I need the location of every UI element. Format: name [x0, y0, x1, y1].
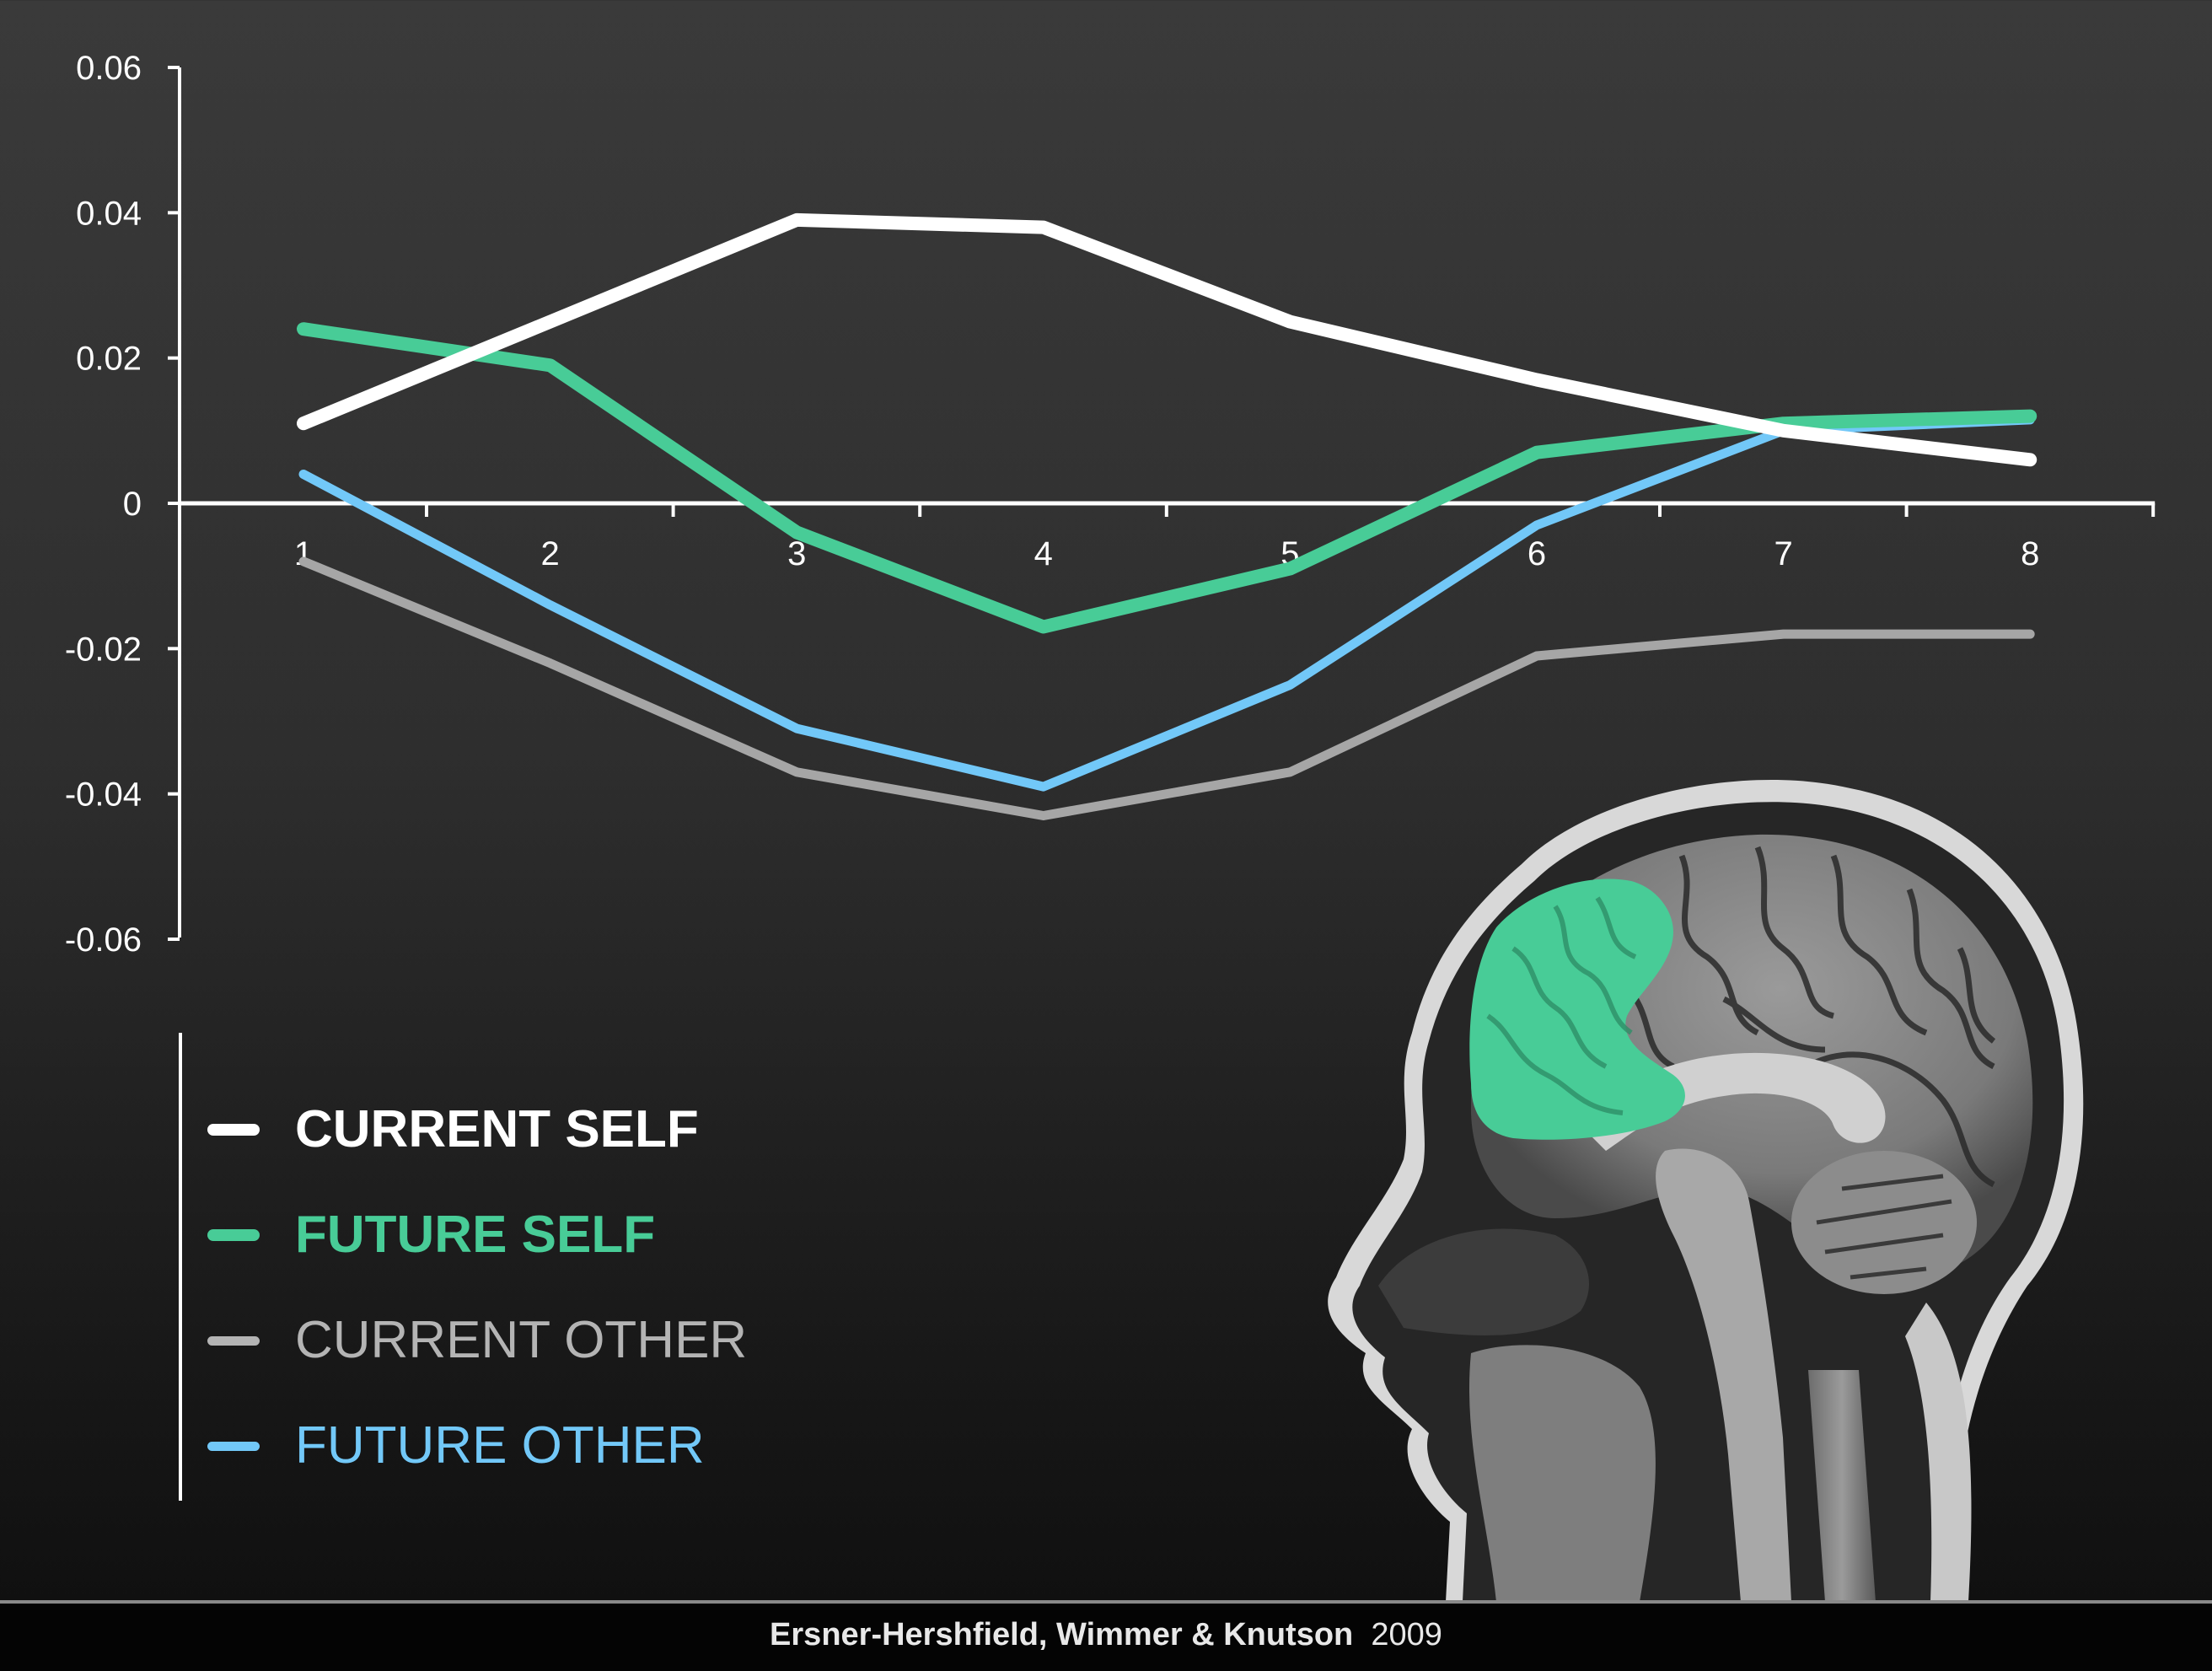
- series-line-future-self: [297, 322, 2038, 634]
- x-tick-label: 3: [787, 535, 806, 572]
- cerebellum-folia: [1816, 1174, 1952, 1280]
- mpfc-gyri-texture: [1486, 896, 1637, 1115]
- chart-series: [297, 212, 2038, 820]
- legend-label: FUTURE OTHER: [295, 1416, 705, 1475]
- legend-item-current-other: CURRENT OTHER: [207, 1311, 747, 1370]
- series-line-current-self: [297, 212, 2038, 467]
- citation: Ersner-Hershfield, Wimmer & Knutson 2009: [0, 1617, 2212, 1653]
- legend-label: CURRENT SELF: [295, 1100, 699, 1158]
- series-line-current-other: [298, 556, 2035, 820]
- y-tick-label: -0.06: [65, 921, 142, 959]
- y-tick-label: 0.02: [76, 341, 142, 378]
- tongue: [1468, 1345, 1656, 1602]
- x-tick-label: 4: [1034, 535, 1053, 572]
- cerebellum: [1791, 1151, 1977, 1294]
- footer-citation-bar: Ersner-Hershfield, Wimmer & Knutson 2009: [0, 1600, 2212, 1671]
- legend-label: CURRENT OTHER: [295, 1311, 748, 1369]
- x-tick-label: 2: [540, 535, 559, 572]
- y-tick-label: 0.06: [76, 50, 142, 87]
- legend-item-current-self: CURRENT SELF: [207, 1100, 699, 1159]
- y-tick-label: 0: [123, 486, 142, 523]
- mpfc-highlight: [1469, 878, 1685, 1140]
- legend-swatch-icon: [207, 1229, 260, 1241]
- y-tick-label: -0.04: [65, 776, 142, 814]
- legend-swatch-icon: [207, 1124, 260, 1136]
- y-tick-label: 0.04: [76, 195, 142, 232]
- citation-year: 2009: [1371, 1617, 1442, 1652]
- legend-item-future-self: FUTURE SELF: [207, 1206, 655, 1265]
- neck-tissue: [1905, 1303, 1972, 1602]
- cervical-spine: [1808, 1370, 1876, 1602]
- nasal-cavity: [1378, 1228, 1589, 1335]
- x-tick-label: 7: [1774, 535, 1792, 572]
- y-tick-label: -0.02: [65, 631, 142, 668]
- x-tick-label: 8: [2021, 535, 2039, 572]
- legend-swatch-icon: [207, 1441, 260, 1451]
- series-line-future-other: [298, 415, 2035, 792]
- mri-brain-image: [1328, 780, 2084, 1602]
- legend-swatch-icon: [207, 1335, 260, 1346]
- legend: CURRENT SELF FUTURE SELF CURRENT OTHER F…: [179, 1033, 941, 1501]
- x-tick-label: 6: [1527, 535, 1546, 572]
- citation-authors: Ersner-Hershfield, Wimmer & Knutson: [770, 1617, 1354, 1652]
- legend-item-future-other: FUTURE OTHER: [207, 1416, 705, 1475]
- legend-label: FUTURE SELF: [295, 1206, 656, 1264]
- brainstem: [1656, 1148, 1791, 1602]
